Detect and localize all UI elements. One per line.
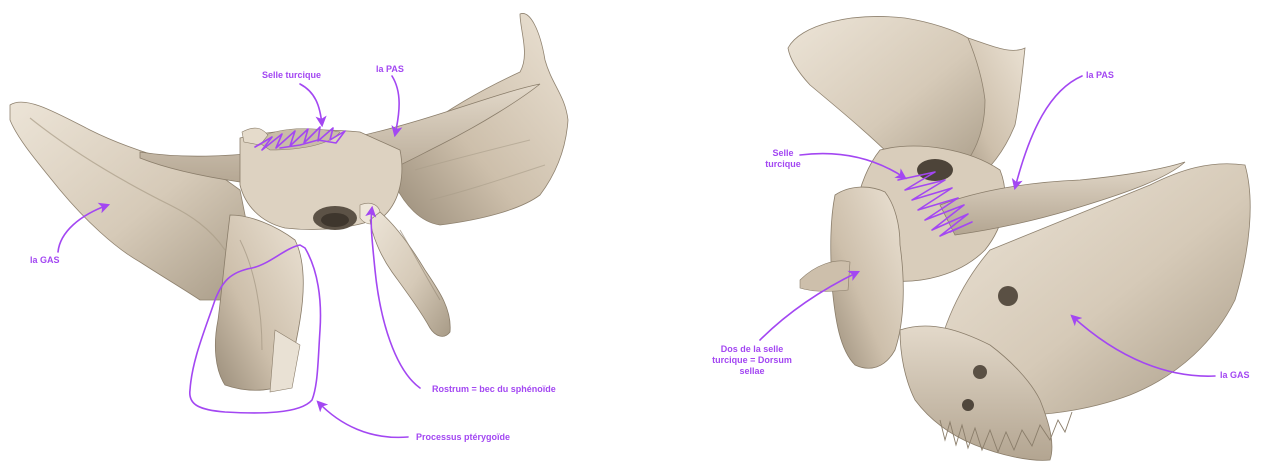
label-selle-turcique-right-line2: turcique [760, 159, 806, 170]
label-selle-turcique-right-line1: Selle [760, 148, 806, 159]
label-dos-selle: Dos de la selle turcique = Dorsum sellae [702, 344, 802, 377]
left-pterygoid-process-right [370, 212, 450, 336]
label-selle-turcique-right: Selle turcique [760, 148, 806, 170]
left-processus-arrow [318, 402, 408, 437]
left-selle-arrow [300, 84, 322, 125]
label-gas-right: la GAS [1220, 370, 1250, 381]
label-dos-selle-line2: turcique = Dorsum [702, 355, 802, 366]
label-processus-pterygoide: Processus ptérygoïde [416, 432, 510, 443]
label-selle-turcique-left: Selle turcique [262, 70, 321, 81]
label-dos-selle-line1: Dos de la selle [702, 344, 802, 355]
label-pas-right: la PAS [1086, 70, 1114, 81]
left-greater-wing-left [10, 102, 250, 300]
label-gas-left: la GAS [30, 255, 60, 266]
label-rostrum: Rostrum = bec du sphénoïde [432, 384, 556, 395]
label-pas-left: la PAS [376, 64, 404, 75]
label-dos-selle-line3: sellae [702, 366, 802, 377]
right-sphenoid-bone [788, 17, 1250, 461]
right-pas-arrow [1015, 76, 1082, 188]
